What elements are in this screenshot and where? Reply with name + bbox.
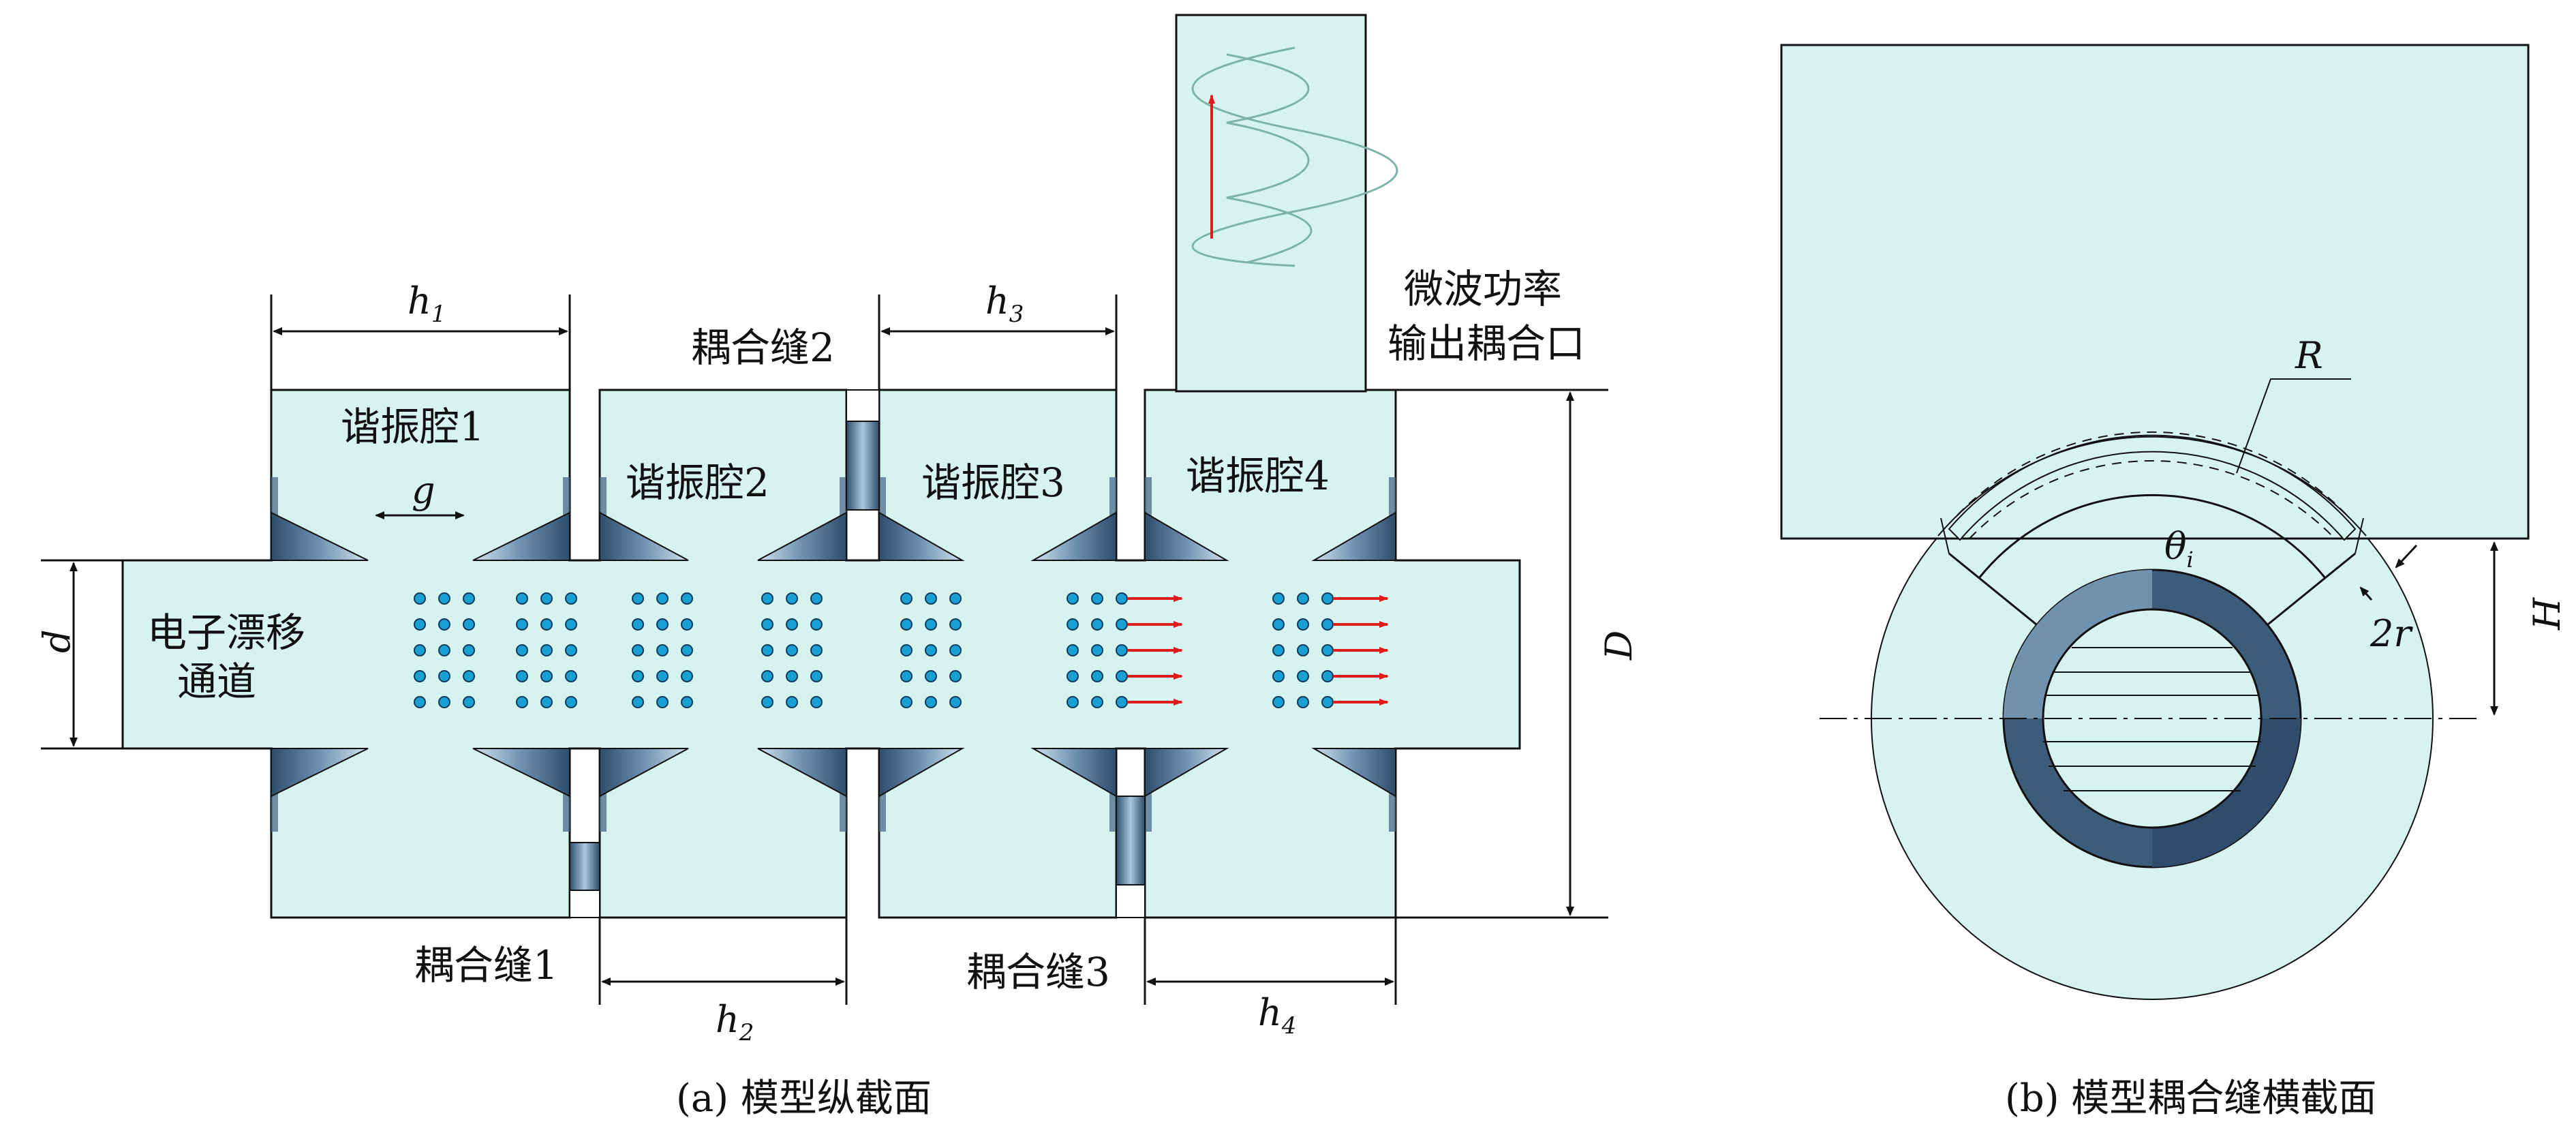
drift-channel-label-1: 电子漂移	[147, 609, 305, 656]
cavity-1	[270, 389, 571, 919]
bunch-4	[761, 592, 823, 708]
cavity-2-label: 谐振腔2	[626, 459, 769, 506]
bunch-3	[632, 592, 693, 708]
bunch-6	[1067, 592, 1128, 708]
drift-channel	[121, 559, 1521, 750]
cavity-2	[598, 389, 848, 919]
dim-g-label: g	[412, 469, 435, 512]
coupling-slot-1	[569, 842, 600, 918]
caption-a: (a) 模型纵截面	[676, 1076, 932, 1121]
2r-arrow-bottom	[2359, 586, 2373, 601]
dim-h2-label: h2	[716, 998, 754, 1046]
dim-R-label: R	[2295, 334, 2323, 377]
dim-2r-label: 2r	[2370, 612, 2413, 655]
bunch-7	[1272, 592, 1334, 708]
drift-tube-noses	[271, 511, 1396, 798]
bunch-5	[900, 592, 962, 708]
panel-b-cross-section: R θi 2r H (b) 模型耦合缝横截面	[1780, 44, 2569, 1121]
caption-b: (b) 模型耦合缝横截面	[2005, 1076, 2376, 1121]
coupling-slot-3	[1116, 796, 1146, 918]
output-waveguide-section	[1780, 44, 2530, 540]
cavity-4	[1144, 389, 1397, 919]
dim-h1-label: h1	[408, 279, 446, 328]
velocity-arrows	[1127, 595, 1389, 706]
slot-2-label: 耦合缝2	[691, 324, 835, 371]
electron-bunches	[414, 592, 1334, 708]
R-leader	[2236, 378, 2351, 474]
slot-arc-outer	[1937, 436, 2367, 536]
microwave-wave-inner	[1226, 53, 1313, 264]
cavity-4-label: 谐振腔4	[1186, 453, 1330, 499]
cavity-3	[878, 389, 1118, 919]
output-port-label-2: 输出耦合口	[1387, 320, 1585, 367]
dim-h4-label: h4	[1258, 991, 1296, 1040]
dim-theta-label: θi	[2164, 525, 2194, 573]
cavity-1-label: 谐振腔1	[341, 404, 485, 450]
2r-arrow-top	[2395, 544, 2418, 569]
output-port-label-1: 微波功率	[1404, 266, 1562, 312]
dim-d-label: d	[35, 629, 78, 653]
slot-3-label: 耦合缝3	[966, 949, 1110, 995]
dimension-lines-a	[41, 294, 1608, 1005]
dim-h3-label: h3	[985, 279, 1024, 328]
output-waveguide	[1175, 14, 1367, 393]
theta-ray-left-ext	[1940, 517, 1950, 554]
cavity-wall-shading	[271, 477, 1396, 832]
coupling-slot-2	[846, 389, 880, 511]
slot-1-label: 耦合缝1	[414, 942, 558, 988]
bunch-2	[516, 592, 577, 708]
dim-H-label: H	[2526, 597, 2569, 631]
theta-ray-right-ext	[2355, 517, 2364, 554]
slot-arc-dashed-2	[1969, 459, 2335, 539]
panel-a-longitudinal-section: 谐振腔1 谐振腔2 谐振腔3 谐振腔4 电子漂移 通道 微波功率 输出耦合口 耦…	[35, 14, 1640, 1121]
theta-arc	[1978, 494, 2327, 579]
slot-arc-dashed-1	[1957, 431, 2348, 516]
drift-tube-ring-highlight	[2004, 570, 2152, 718]
drift-channel-label-2: 通道	[177, 659, 256, 705]
microwave-wave	[1191, 46, 1398, 267]
drift-tube-ring-shadow	[2152, 718, 2301, 867]
dim-D-label: D	[1597, 631, 1640, 661]
bunch-1	[414, 592, 475, 708]
cavity-3-label: 谐振腔3	[921, 459, 1065, 506]
beam-hatch	[2043, 647, 2261, 791]
